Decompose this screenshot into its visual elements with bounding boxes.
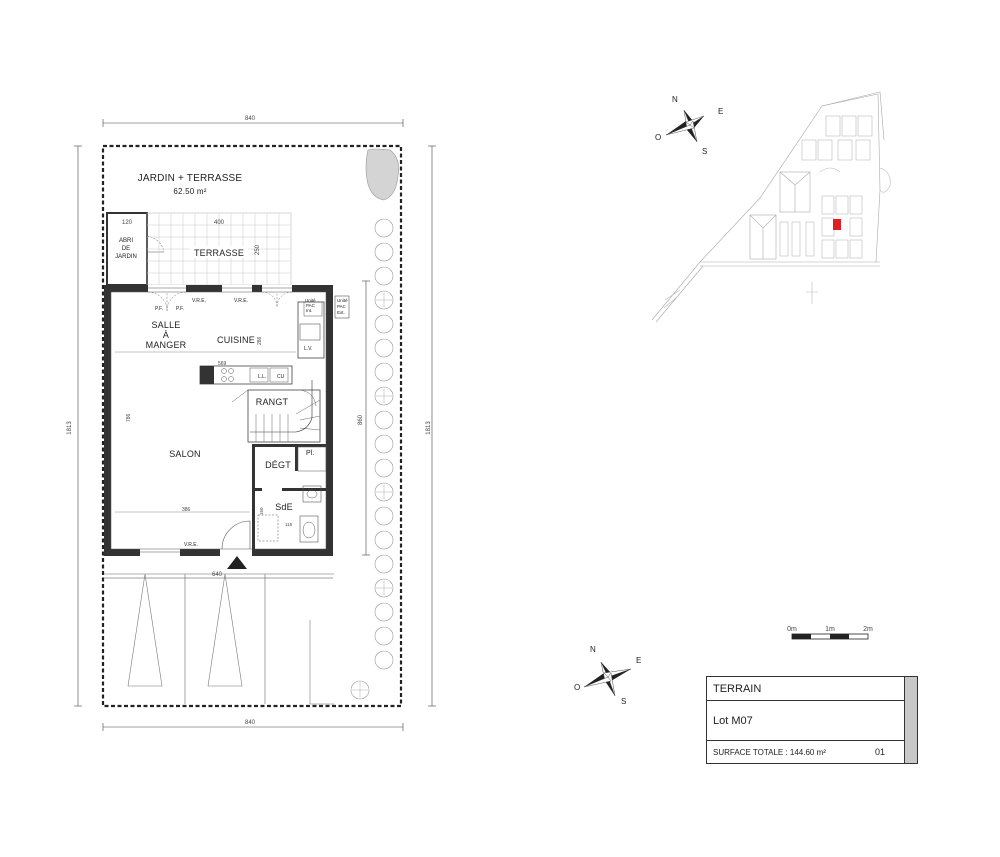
entrance-marker	[227, 556, 247, 569]
compass-bottom-o: O	[574, 683, 580, 692]
garden-area: 62.50 m²	[173, 187, 206, 196]
pf-label-2: P.F.	[176, 306, 184, 312]
dim-house-width: 640	[212, 572, 223, 578]
hall-label: DÉGT	[265, 460, 291, 470]
pac-int-3: Int.	[306, 308, 312, 313]
dim-terrace-depth: 250	[255, 244, 261, 255]
vre-label-3: V.R.E.	[184, 542, 198, 548]
kitchen-label: CUISINE	[217, 335, 255, 345]
terrace-label: TERRASSE	[194, 248, 244, 258]
site-map-lot-highlight	[833, 219, 841, 230]
pf-label-1: P.F.	[155, 306, 163, 312]
dim-bottom: 840	[245, 720, 256, 726]
compass-bottom-e: E	[636, 656, 642, 665]
vre-label-1: V.R.E.	[192, 298, 206, 304]
compass-top-s: S	[702, 147, 708, 156]
ll-label: L.L.	[258, 374, 266, 380]
title-block-side-panel	[904, 677, 917, 763]
title-block-surface: SURFACE TOTALE : 144.60 m²	[713, 747, 826, 757]
dim-living-height: 786	[126, 413, 132, 422]
compass-bottom-s: S	[621, 697, 627, 706]
shed-label-2: DE	[122, 246, 130, 252]
dim-kitchen-width: 569	[218, 361, 227, 367]
pac-ext-2: PAC	[337, 304, 347, 309]
compass-top-e: E	[718, 107, 724, 116]
hedge-trees	[350, 148, 399, 700]
bathroom-label: SdE	[275, 502, 293, 512]
pac-ext-3: Ext.	[337, 310, 345, 315]
dining-label-1: SALLE	[151, 320, 180, 330]
cu-label: CU	[277, 374, 285, 380]
garden-label: JARDIN + TERRASSE	[138, 173, 243, 184]
pac-ext-1: Unité	[337, 298, 348, 303]
dim-bath-width: 115	[285, 522, 293, 527]
pac-int-1: Unité	[305, 298, 316, 303]
title-block-sheet-number: 01	[875, 747, 886, 757]
pac-external-unit	[334, 295, 350, 319]
site-map	[651, 91, 891, 323]
title-block-title: TERRAIN	[707, 677, 905, 701]
scale-tick-2: 2m	[863, 626, 873, 633]
shed-label-3: JARDIN	[115, 254, 137, 260]
title-block-lot: Lot M07	[707, 701, 905, 741]
pac-int-2: PAC	[306, 303, 316, 308]
dim-top: 840	[245, 116, 256, 122]
dim-living-width: 386	[182, 507, 191, 513]
storage-label: RANGT	[256, 397, 289, 407]
dining-label-3: MANGER	[146, 340, 187, 350]
dim-right: 1813	[426, 421, 432, 435]
title-block: TERRAIN Lot M07 SURFACE TOTALE : 144.60 …	[706, 676, 918, 764]
shed-label-1: ABRI	[119, 238, 133, 244]
title-block-surface-row: SURFACE TOTALE : 144.60 m² 01	[707, 741, 905, 763]
terrace: TERRASSE 400 250	[146, 212, 292, 286]
dim-house-height: 860	[358, 414, 364, 425]
living-label: SALON	[169, 449, 201, 459]
house-walls	[104, 285, 333, 569]
scale-tick-0: 0m	[787, 626, 797, 633]
dim-shed-width: 120	[122, 220, 133, 226]
dim-bath-depth: 150	[259, 507, 264, 515]
dim-left: 1813	[67, 421, 73, 435]
lv-label: L.V.	[304, 346, 312, 352]
cupboard-label: Pl.	[306, 450, 314, 457]
dim-terrace-width: 400	[214, 220, 225, 226]
compass-top-n: N	[672, 95, 678, 104]
compass-bottom-n: N	[590, 645, 596, 654]
compass-top: N E S O	[655, 95, 724, 156]
compass-top-o: O	[655, 133, 661, 142]
interior-partitions	[115, 301, 327, 549]
vre-label-2: V.R.E.	[234, 298, 248, 304]
parking-spaces	[104, 573, 334, 705]
scale-tick-1: 1m	[825, 626, 835, 633]
scale-bar: 0m 1m 2m	[787, 626, 873, 640]
dim-kitchen-depth: 286	[257, 336, 263, 345]
dining-label-2: À	[163, 330, 169, 340]
dimension-lines: 840 840 1813 1813 860 640	[67, 116, 436, 731]
compass-bottom: N E S O	[574, 645, 642, 706]
